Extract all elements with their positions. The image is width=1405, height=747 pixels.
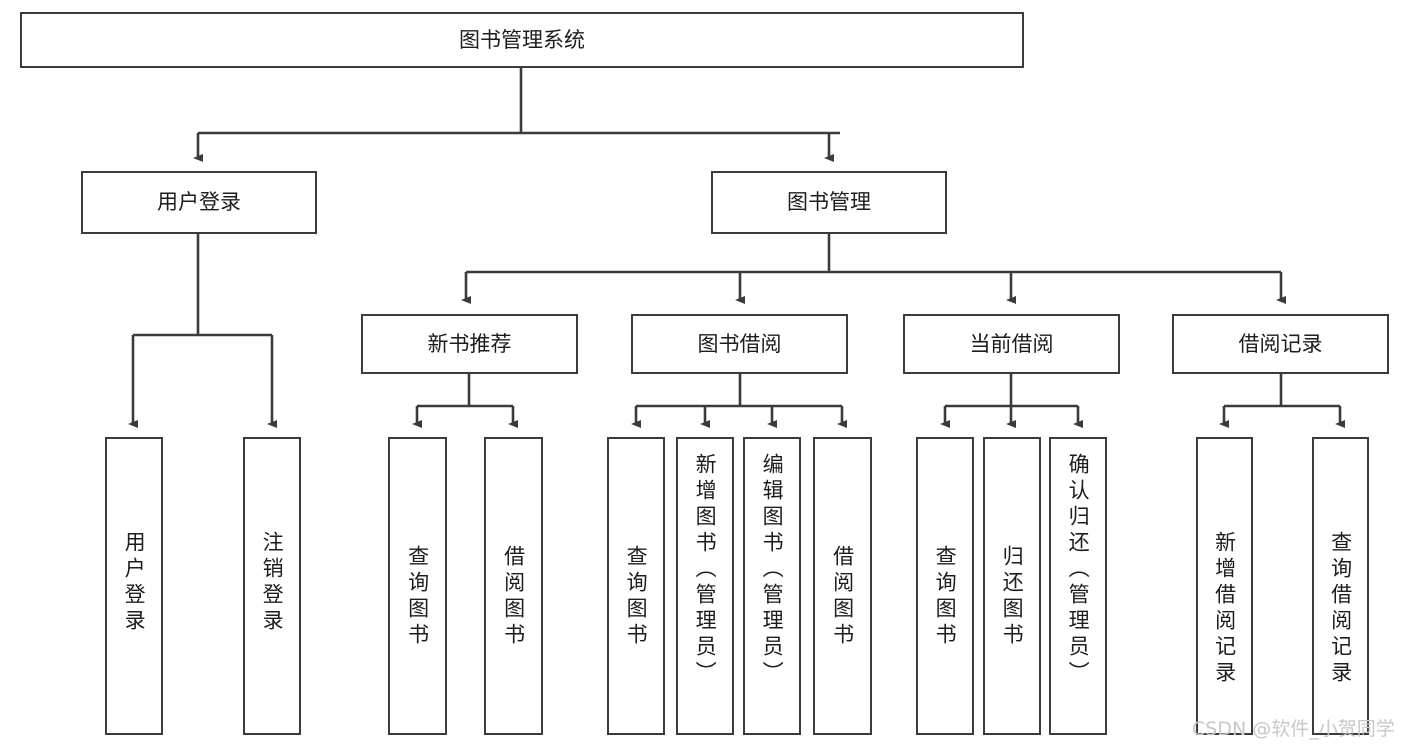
leaf-return-book[interactable]: 归还图书 bbox=[983, 437, 1041, 735]
node-new-book-rec-label: 新书推荐 bbox=[427, 331, 512, 356]
leaf-borrow-book-1[interactable]: 借阅图书 bbox=[484, 437, 543, 735]
leaf-query-book-3[interactable]: 查询图书 bbox=[916, 437, 974, 735]
leaf-query-book-3-label: 查询图书 bbox=[933, 545, 958, 649]
leaf-borrow-book-1-label: 借阅图书 bbox=[501, 545, 526, 649]
node-root[interactable]: 图书管理系统 bbox=[20, 12, 1024, 68]
leaf-edit-book[interactable]: 编辑图书（管理员） bbox=[743, 437, 801, 735]
node-new-book-rec[interactable]: 新书推荐 bbox=[361, 314, 578, 374]
leaf-user-logout-label: 注销登录 bbox=[260, 531, 285, 635]
node-root-label: 图书管理系统 bbox=[459, 27, 585, 52]
leaf-query-book-1-label: 查询图书 bbox=[405, 545, 430, 649]
leaf-query-book-2-label: 查询图书 bbox=[624, 545, 649, 649]
leaf-query-record[interactable]: 查询借阅记录 bbox=[1312, 437, 1369, 735]
leaf-add-book[interactable]: 新增图书（管理员） bbox=[676, 437, 734, 735]
node-user-login-label: 用户登录 bbox=[157, 190, 241, 215]
node-current-borrow-label: 当前借阅 bbox=[969, 331, 1054, 356]
leaf-query-book-1[interactable]: 查询图书 bbox=[388, 437, 447, 735]
leaf-confirm-return-label: 确认归还（管理员） bbox=[1066, 453, 1091, 687]
node-current-borrow[interactable]: 当前借阅 bbox=[903, 314, 1120, 374]
leaf-query-record-label: 查询借阅记录 bbox=[1328, 531, 1353, 687]
node-book-borrow-label: 图书借阅 bbox=[697, 331, 782, 356]
leaf-user-logout[interactable]: 注销登录 bbox=[243, 437, 301, 735]
leaf-user-login-label: 用户登录 bbox=[122, 531, 147, 635]
leaf-query-book-2[interactable]: 查询图书 bbox=[607, 437, 665, 735]
node-borrow-record[interactable]: 借阅记录 bbox=[1172, 314, 1389, 374]
leaf-add-record-label: 新增借阅记录 bbox=[1212, 531, 1237, 687]
watermark-text: CSDN @软件_小贺同学 bbox=[1192, 718, 1395, 740]
node-borrow-record-label: 借阅记录 bbox=[1238, 331, 1323, 356]
node-book-borrow[interactable]: 图书借阅 bbox=[631, 314, 848, 374]
leaf-borrow-book-2-label: 借阅图书 bbox=[830, 545, 855, 649]
node-book-manage-label: 图书管理 bbox=[787, 190, 871, 215]
leaf-user-login[interactable]: 用户登录 bbox=[105, 437, 163, 735]
leaf-confirm-return[interactable]: 确认归还（管理员） bbox=[1049, 437, 1107, 735]
node-book-manage[interactable]: 图书管理 bbox=[711, 171, 947, 234]
leaf-return-book-label: 归还图书 bbox=[1000, 545, 1025, 649]
leaf-add-book-label: 新增图书（管理员） bbox=[693, 453, 718, 687]
leaf-edit-book-label: 编辑图书（管理员） bbox=[760, 453, 785, 687]
leaf-borrow-book-2[interactable]: 借阅图书 bbox=[813, 437, 872, 735]
leaf-add-record[interactable]: 新增借阅记录 bbox=[1196, 437, 1253, 735]
node-user-login[interactable]: 用户登录 bbox=[81, 171, 317, 234]
